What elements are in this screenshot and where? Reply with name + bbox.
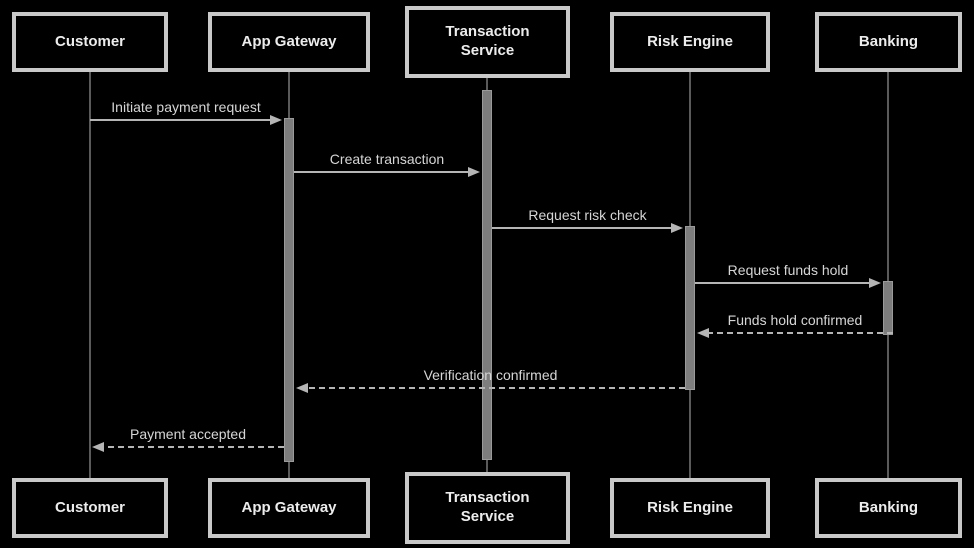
participant-label: App Gateway xyxy=(241,32,337,50)
arrowhead-icon xyxy=(270,115,282,125)
message-label-3: Request risk check xyxy=(528,207,647,223)
arrowhead-icon xyxy=(296,383,308,393)
arrowhead-icon xyxy=(92,442,104,452)
participant-label: Risk Engine xyxy=(647,498,733,516)
activation-bar-transaction-service xyxy=(482,90,492,460)
participant-label: Banking xyxy=(858,32,919,50)
activation-bar-app-gateway xyxy=(284,118,294,462)
activation-bar-banking xyxy=(883,281,893,335)
arrowhead-icon xyxy=(468,167,480,177)
arrowhead-icon xyxy=(697,328,709,338)
message-label-2: Create transaction xyxy=(329,151,445,167)
participant-box-top-app-gateway: App Gateway xyxy=(208,12,370,72)
lifeline-customer xyxy=(89,72,91,478)
participant-box-top-transaction-service: Transaction Service xyxy=(405,6,570,78)
participant-label: Banking xyxy=(858,498,919,516)
participant-label: App Gateway xyxy=(241,498,337,516)
activation-bar-risk-engine xyxy=(685,226,695,390)
participant-label: Transaction Service xyxy=(445,489,530,525)
participant-box-bottom-risk-engine: Risk Engine xyxy=(610,478,770,538)
participant-box-bottom-transaction-service: Transaction Service xyxy=(405,472,570,544)
participant-label: Customer xyxy=(54,498,125,516)
participant-box-bottom-banking: Banking xyxy=(815,478,962,538)
participant-box-bottom-customer: Customer xyxy=(12,478,168,538)
message-label-4: Request funds hold xyxy=(727,262,849,278)
participant-box-top-risk-engine: Risk Engine xyxy=(610,12,770,72)
arrowhead-icon xyxy=(671,223,683,233)
participant-box-top-banking: Banking xyxy=(815,12,962,72)
participant-label: Risk Engine xyxy=(647,32,733,50)
participant-label: Transaction Service xyxy=(445,23,530,59)
arrowhead-icon xyxy=(869,278,881,288)
participant-label: Customer xyxy=(54,32,125,50)
participant-box-bottom-app-gateway: App Gateway xyxy=(208,478,370,538)
message-label-1: Initiate payment request xyxy=(111,99,261,115)
lifeline-banking xyxy=(887,72,889,478)
message-label-7: Payment accepted xyxy=(130,426,246,442)
message-label-5: Funds hold confirmed xyxy=(727,312,863,328)
participant-box-top-customer: Customer xyxy=(12,12,168,72)
message-label-6: Verification confirmed xyxy=(423,367,558,383)
